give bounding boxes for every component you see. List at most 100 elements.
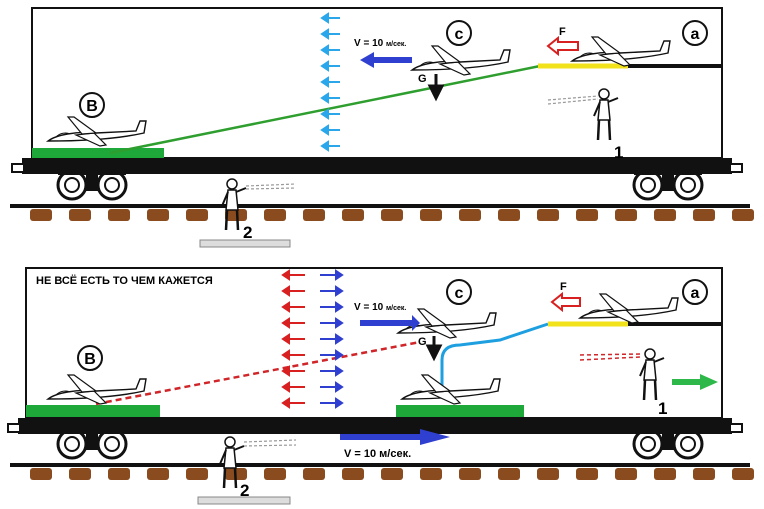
sleeper: [342, 209, 364, 221]
flow-arrow-right: [320, 349, 344, 361]
bogie-right: [632, 426, 704, 460]
force-g-arrow: [425, 336, 443, 362]
sleeper: [537, 209, 559, 221]
sight-line-2: [245, 183, 297, 190]
sleeper: [108, 468, 130, 480]
speed-arrow-tip: [404, 315, 420, 331]
label-a-text: a: [691, 26, 700, 43]
speed-label: V = 10 м/сек.: [354, 302, 406, 313]
flow-arrow-left: [320, 92, 340, 104]
sleeper: [654, 468, 676, 480]
wagon-box: [31, 7, 723, 159]
flow-arrow-left: [281, 301, 305, 313]
flow-arrow-left: [320, 124, 340, 136]
sleeper: [576, 468, 598, 480]
flow-arrow-right: [320, 301, 344, 313]
sleeper: [342, 468, 364, 480]
observer-1-label: 1: [614, 143, 623, 162]
force-f-arrow: [550, 291, 581, 313]
sleeper: [693, 468, 715, 480]
sleeper: [576, 209, 598, 221]
sleeper: [498, 209, 520, 221]
rail: [10, 463, 750, 467]
sleeper: [186, 468, 208, 480]
sleeper: [459, 209, 481, 221]
sleeper: [303, 209, 325, 221]
speed-arrow: [360, 52, 412, 68]
bogie-left: [56, 426, 128, 460]
launch-pad-c: [396, 405, 524, 417]
panel-title: НЕ ВСЁ ЕСТЬ ТО ЧЕМ КАЖЕТСЯ: [36, 274, 213, 287]
bogie-left: [56, 167, 128, 201]
sleeper: [498, 468, 520, 480]
force-f-label: F: [559, 26, 566, 38]
sleeper: [459, 468, 481, 480]
sleeper: [264, 468, 286, 480]
flow-arrow-left: [281, 317, 305, 329]
flow-arrow-right: [320, 381, 344, 393]
sleeper: [420, 468, 442, 480]
sleeper: [615, 209, 637, 221]
sight-line-2: [243, 439, 297, 447]
sleeper: [30, 209, 52, 221]
flow-arrow-left: [320, 76, 340, 88]
flow-arrow-left: [281, 381, 305, 393]
sleeper: [69, 209, 91, 221]
force-g-label: G: [418, 73, 427, 85]
observer-1-label: 1: [658, 399, 667, 418]
rail: [10, 204, 750, 208]
sleeper: [303, 468, 325, 480]
sleeper: [186, 209, 208, 221]
flow-arrow-left: [320, 28, 340, 40]
sleeper: [108, 209, 130, 221]
ground-speed-label: V = 10 м/сек.: [344, 448, 411, 460]
flow-arrow-left: [320, 12, 340, 24]
label-b: B: [79, 92, 105, 118]
sleeper: [693, 209, 715, 221]
sleepers: [30, 209, 754, 221]
flow-arrow-right: [320, 269, 344, 281]
flow-arrow-right: [320, 317, 344, 329]
label-b-text: B: [86, 98, 98, 115]
wagon-chassis: [22, 158, 732, 174]
red-dashed-cable: [95, 340, 421, 406]
sleeper: [30, 468, 52, 480]
force-g-label: G: [418, 336, 427, 348]
observer-2-label: 2: [240, 481, 249, 500]
flow-arrow-right: [320, 285, 344, 297]
sight-line-1: [579, 353, 641, 361]
flow-arrow-left: [320, 108, 340, 120]
sleeper: [732, 468, 754, 480]
sleeper: [69, 468, 91, 480]
force-f-label: F: [560, 281, 567, 293]
sleeper: [381, 209, 403, 221]
sleeper: [732, 209, 754, 221]
sleeper: [615, 468, 637, 480]
wagon-box: [25, 267, 723, 419]
wagon-chassis: [18, 418, 732, 434]
wagon-motion-arrow: [672, 374, 718, 390]
flow-arrow-left: [320, 44, 340, 56]
label-c: c: [446, 20, 472, 46]
label-a-text: a: [691, 285, 700, 302]
force-f-arrow: [546, 35, 579, 57]
air-flow-arrows: [320, 12, 340, 152]
blue-cable: [440, 322, 549, 392]
sleepers: [30, 468, 754, 480]
green-cable: [109, 64, 541, 155]
sleeper: [537, 468, 559, 480]
flow-arrow-left: [281, 349, 305, 361]
flow-arrow-left: [281, 397, 305, 409]
sleeper: [420, 209, 442, 221]
sight-line-1: [547, 95, 599, 105]
sleeper: [381, 468, 403, 480]
force-g-arrow: [427, 74, 445, 102]
label-a: a: [682, 20, 708, 46]
panel-bottom: НЕ ВСЁ ЕСТЬ ТО ЧЕМ КАЖЕТСЯ B c a F G: [7, 267, 754, 505]
label-c: c: [446, 279, 472, 305]
flow-arrow-left: [320, 140, 340, 152]
panel-top: B c a F G V = 10 м/сек. 1 2: [10, 7, 754, 248]
flow-arrow-left: [281, 365, 305, 377]
flow-arrow-right: [320, 333, 344, 345]
air-flow-arrows: [281, 269, 344, 409]
